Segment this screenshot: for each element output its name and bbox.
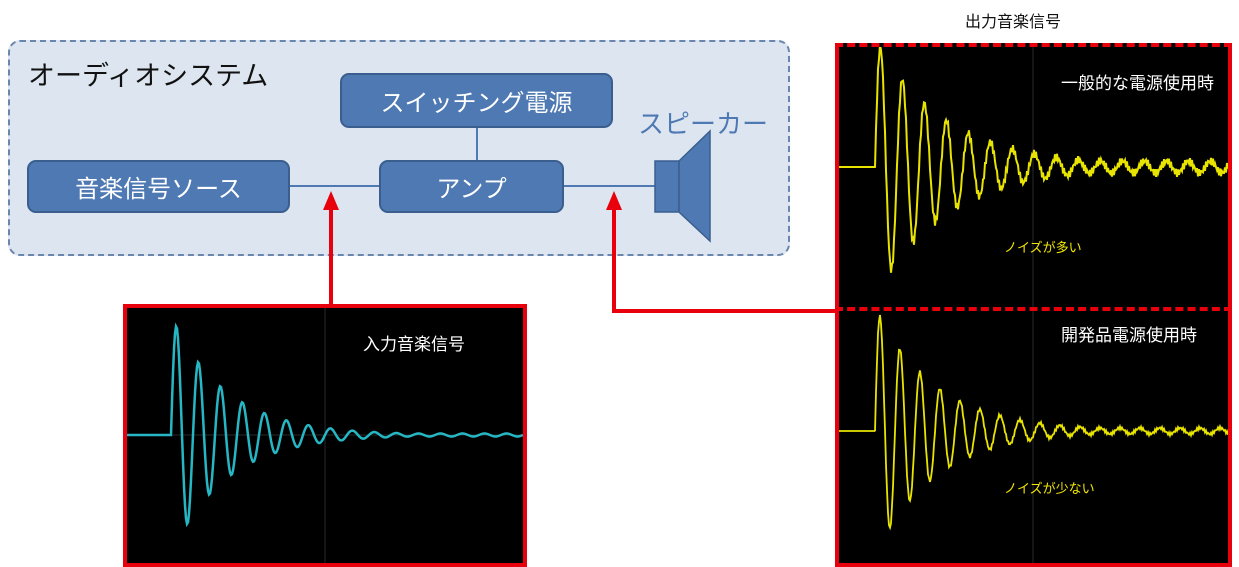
music-source-block: 音楽信号ソース <box>27 160 290 213</box>
low-noise-label: ノイズが少ない <box>1004 482 1095 497</box>
output-normal-panel: 一般的な電源使用時 ノイズが多い <box>835 43 1232 311</box>
output-noisy-waveform <box>839 47 1228 273</box>
input-probe-arrowhead <box>323 191 339 210</box>
audio-system-title: オーディオシステム <box>28 61 269 92</box>
output-probe-arrow <box>612 204 835 313</box>
input-waveform-panel: 入力音楽信号 <box>123 304 527 567</box>
switching-power-label: スイッチング電源 <box>380 89 573 117</box>
output-developed-panel: 開発品電源使用時 ノイズが少ない <box>835 311 1232 567</box>
output-probe-arrowhead <box>606 191 622 210</box>
music-source-label: 音楽信号ソース <box>75 175 242 203</box>
switching-power-block: スイッチング電源 <box>340 73 613 128</box>
speaker-icon <box>654 129 711 243</box>
amp-label: アンプ <box>436 175 507 203</box>
input-waveform <box>127 322 523 528</box>
normal-power-label: 一般的な電源使用時 <box>1061 74 1214 94</box>
speaker-label: スピーカー <box>638 110 769 140</box>
developed-power-label: 開発品電源使用時 <box>1061 326 1197 346</box>
amp-block: アンプ <box>379 160 564 213</box>
input-signal-label: 入力音楽信号 <box>363 335 465 355</box>
output-signal-title: 出力音楽信号 <box>965 12 1062 31</box>
output-clean-waveform <box>839 314 1228 531</box>
high-noise-label: ノイズが多い <box>1004 241 1082 256</box>
